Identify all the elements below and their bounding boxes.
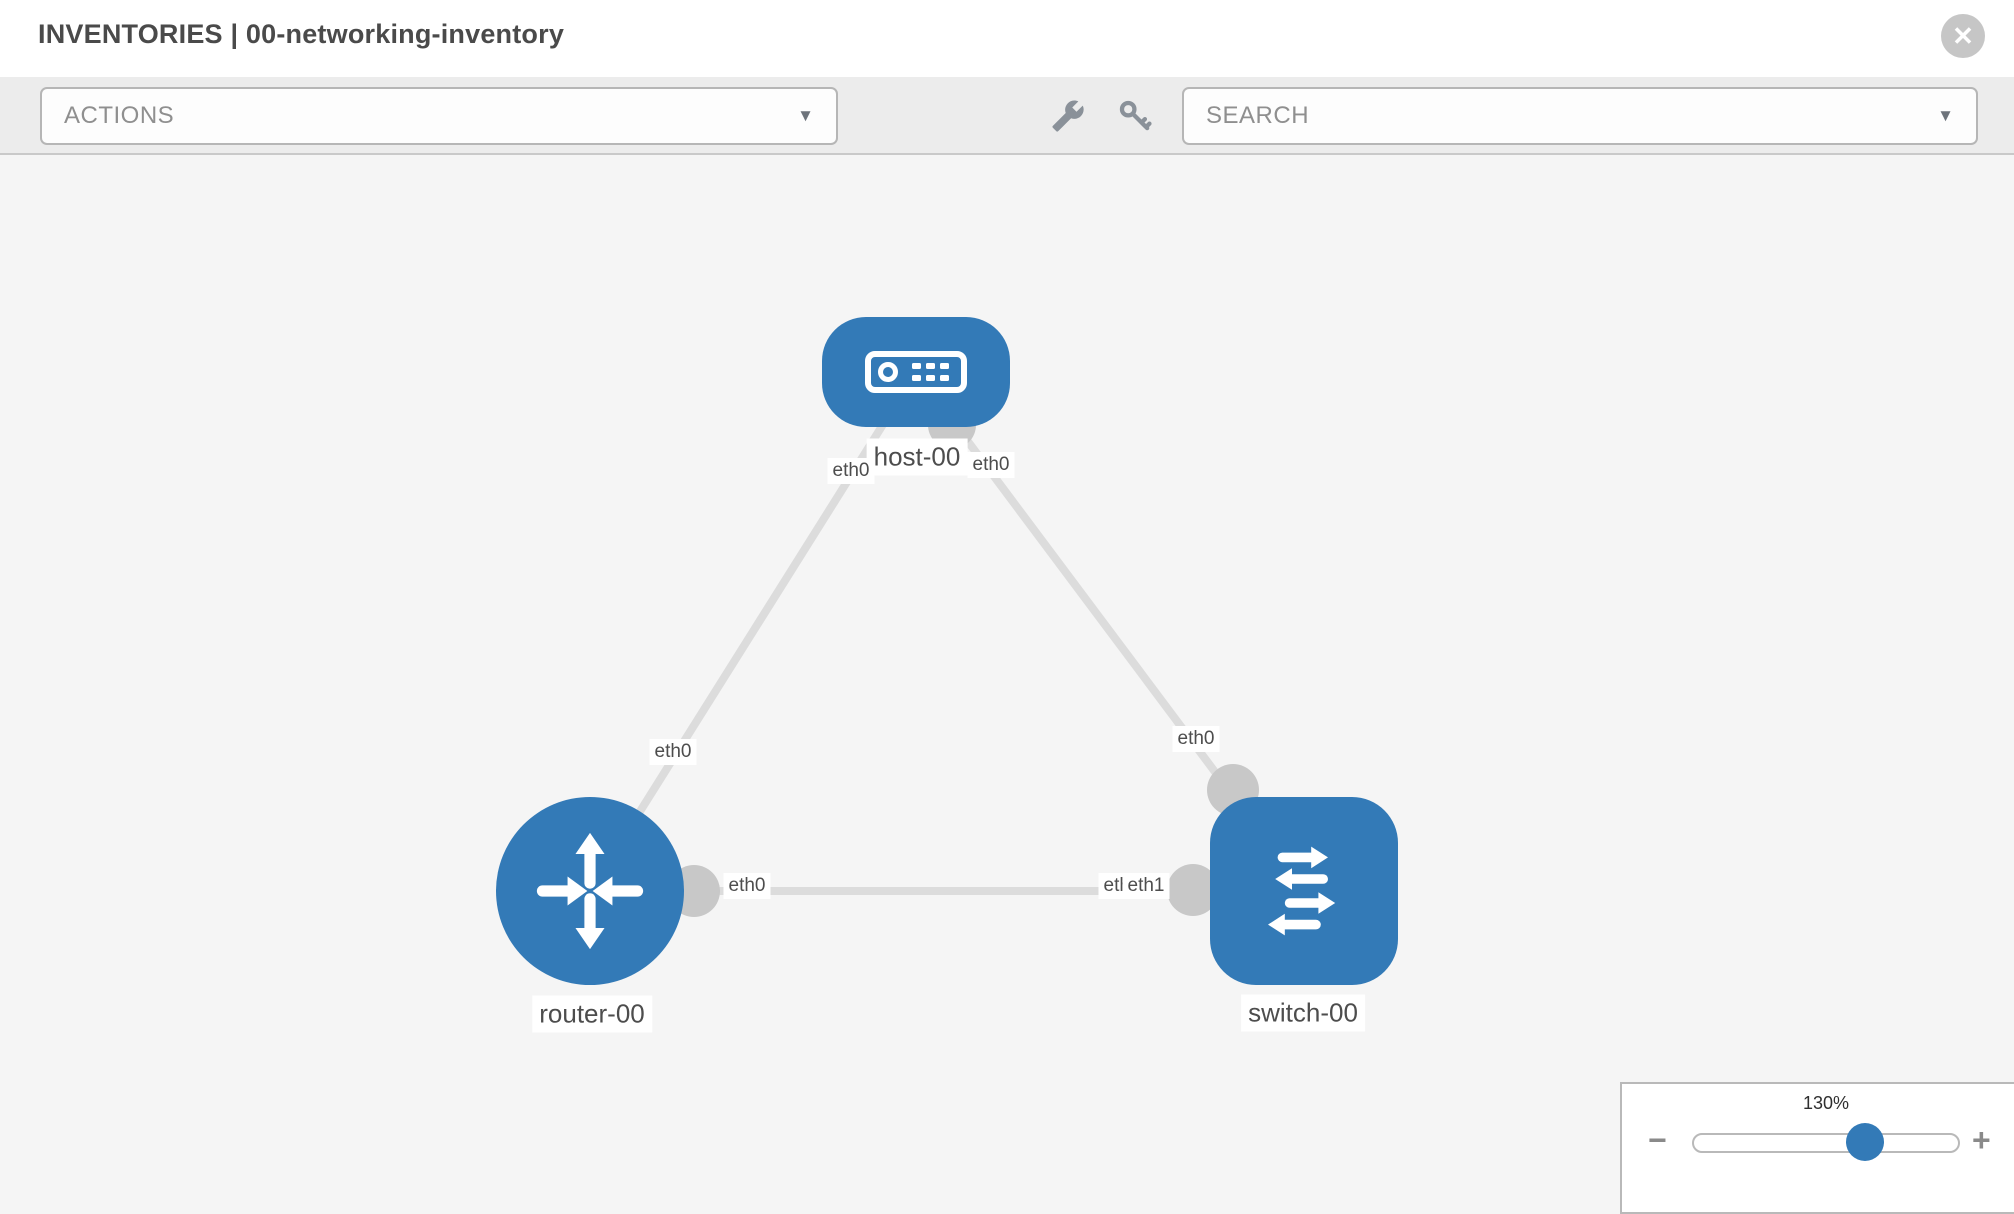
node-label-switch: switch-00 (1241, 994, 1365, 1032)
node-switch-00[interactable] (1210, 797, 1398, 985)
actions-dropdown-label: ACTIONS (64, 102, 175, 129)
node-router-00[interactable] (496, 797, 684, 985)
switch-icon (1268, 846, 1336, 936)
key-icon[interactable] (1118, 99, 1152, 133)
interface-label-router-switch-switch-end: eth1 (1122, 873, 1170, 899)
router-icon (536, 832, 644, 950)
node-host-00[interactable] (822, 317, 1010, 427)
zoom-level-value: 130% (1802, 1093, 1850, 1113)
interface-label-host-router-router-end: eth0 (649, 739, 697, 765)
zoom-slider[interactable] (1692, 1123, 1960, 1161)
interface-label-host-switch-host-end: eth0 (967, 452, 1015, 478)
node-label-host: host-00 (866, 438, 968, 476)
zoom-out-button[interactable]: − (1648, 1122, 1667, 1158)
zoom-slider-thumb[interactable] (1846, 1123, 1884, 1161)
search-dropdown[interactable]: SEARCH ▼ (1182, 87, 1978, 145)
links-layer (586, 369, 1308, 917)
toolbar: ACTIONS ▼ SEARCH ▼ (0, 77, 2014, 155)
interface-label-host-switch-switch-end: eth0 (1172, 726, 1220, 752)
interface-label-host-router-host-end: eth0 (827, 458, 875, 484)
page-title: INVENTORIES | 00-networking-inventory (38, 19, 565, 49)
actions-dropdown[interactable]: ACTIONS ▼ (40, 87, 838, 145)
close-icon[interactable]: ✕ (1941, 14, 1985, 58)
node-label-router: router-00 (532, 995, 652, 1033)
zoom-in-button[interactable]: + (1972, 1122, 1991, 1158)
interface-label-router-switch-router-end: eth0 (723, 873, 771, 899)
search-dropdown-label: SEARCH (1206, 102, 1310, 129)
header: INVENTORIES | 00-networking-inventory ✕ (0, 0, 2014, 77)
topology-canvas[interactable]: host-00 router-00 switch-00 eth0 eth0 et… (0, 157, 2014, 1200)
port-switch-eth1[interactable] (1167, 864, 1219, 916)
wrench-icon[interactable] (1051, 99, 1085, 133)
host-icon (865, 351, 967, 393)
chevron-down-icon: ▼ (797, 106, 814, 125)
zoom-panel: 130% − + (1620, 1082, 2014, 1214)
chevron-down-icon: ▼ (1937, 106, 1954, 125)
